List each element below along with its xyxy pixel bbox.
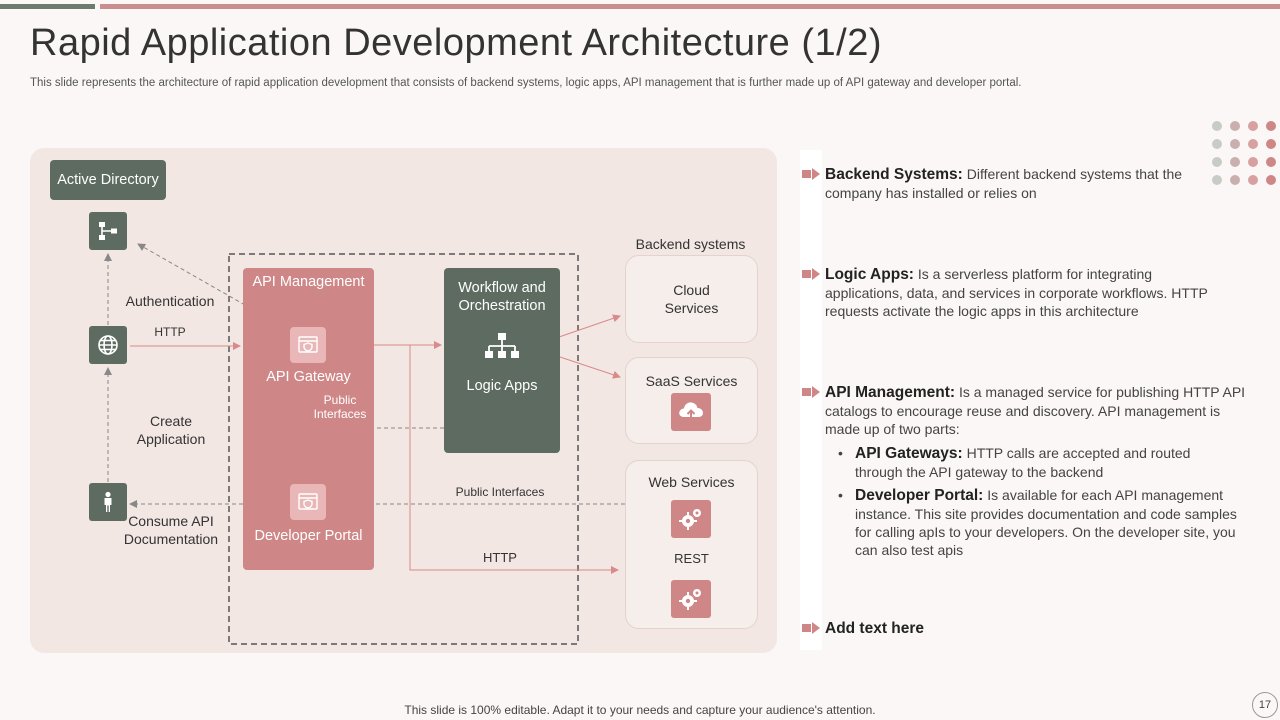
point-backend-systems: Backend Systems: Different backend syste…	[802, 165, 1207, 202]
developer-portal-label: Developer Portal	[254, 528, 363, 544]
public-interfaces-inner-label: Public Interfaces	[313, 393, 367, 421]
workflow-orchestration-box: Workflow and Orchestration Logic Apps	[444, 268, 560, 453]
decorative-dots	[1205, 115, 1280, 190]
subpoint-api-gateways: • API Gateways: HTTP calls are accepted …	[838, 445, 1191, 480]
arrow-bullet-icon	[802, 386, 820, 398]
arrow-bullet-icon	[802, 268, 820, 280]
public-interfaces-bottom-label: Public Interfaces	[455, 485, 545, 499]
gears-icon-top	[671, 500, 711, 538]
workflow-label: Workflow and Orchestration	[458, 280, 546, 314]
api-gateway-label: API Gateway	[266, 369, 351, 385]
page-number: 17	[1252, 692, 1278, 718]
http-label-bottom: HTTP	[483, 550, 517, 565]
http-label-left: HTTP	[154, 325, 186, 339]
point-api-management: API Management: Is a managed service for…	[802, 383, 1247, 438]
create-application-label: Create Application	[136, 413, 206, 447]
footer-note: This slide is 100% editable. Adapt it to…	[404, 703, 876, 717]
page-title: Rapid Application Development Architectu…	[30, 22, 883, 64]
subpoint-developer-portal: • Developer Portal: Is available for eac…	[838, 487, 1237, 558]
api-gateway-icon	[290, 327, 326, 363]
top-accent-bar-dark	[0, 4, 95, 9]
consume-api-label: Consume API Documentation	[123, 513, 219, 547]
page-subtitle: This slide represents the architecture o…	[30, 77, 1022, 89]
org-chart-icon	[484, 332, 520, 365]
globe-icon	[89, 326, 127, 364]
cloud-services-card: Cloud Services	[625, 255, 758, 343]
arrow-bullet-icon	[802, 622, 820, 634]
developer-portal-icon	[290, 484, 326, 520]
gears-icon-bottom	[671, 580, 711, 618]
authentication-label: Authentication	[125, 293, 215, 309]
saas-services-card: SaaS Services	[625, 357, 758, 444]
api-management-label: API Management	[252, 274, 365, 290]
backend-systems-label: Backend systems	[635, 236, 746, 252]
point-logic-apps: Logic Apps: Is a serverless platform for…	[802, 265, 1232, 320]
point-add-text: Add text here	[802, 619, 1102, 638]
active-directory-box: Active Directory	[50, 160, 166, 200]
directory-tree-icon	[89, 212, 127, 250]
arrow-bullet-icon	[802, 168, 820, 180]
cloud-services-label: Cloud Services	[664, 282, 719, 316]
active-directory-label: Active Directory	[57, 172, 159, 188]
rest-label: REST	[674, 551, 709, 566]
web-services-card: Web Services REST	[625, 460, 758, 629]
web-services-label: Web Services	[648, 474, 735, 490]
cloud-upload-icon	[671, 393, 711, 431]
top-accent-bar-rose	[100, 4, 1280, 9]
api-management-box: API Management API Gateway Public Interf…	[243, 268, 374, 570]
logic-apps-label: Logic Apps	[466, 378, 538, 394]
person-icon	[89, 483, 127, 521]
saas-services-label: SaaS Services	[645, 373, 738, 389]
